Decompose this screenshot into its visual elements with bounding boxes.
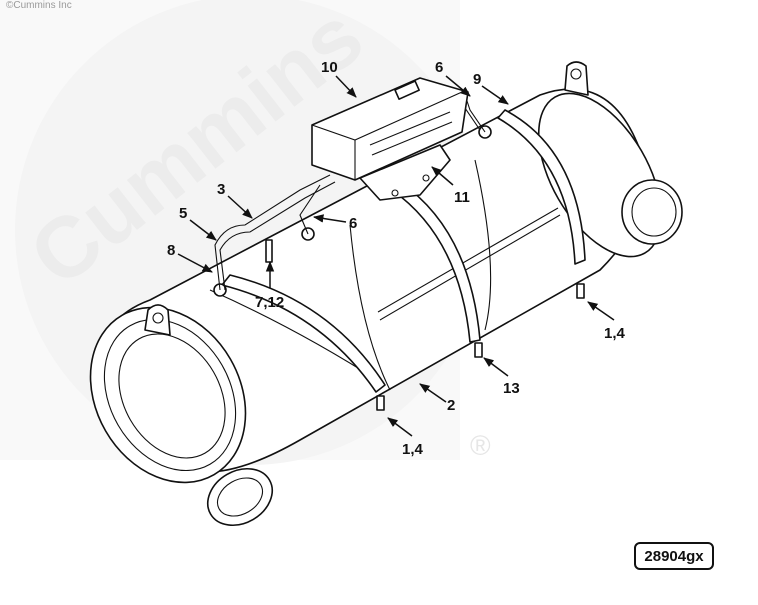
callout-7-12: 7,12 (255, 294, 284, 311)
callout-6-mid: 6 (349, 215, 357, 232)
callouts: 10 6 9 3 5 6 8 11 7,12 1,4 13 2 1,4 (167, 59, 626, 458)
leader-3 (227, 195, 253, 219)
leader-lines (177, 75, 615, 437)
leader-6-mid (312, 214, 347, 223)
leader-1-4-right (587, 301, 615, 321)
callout-8: 8 (167, 242, 175, 259)
callout-5: 5 (179, 205, 187, 222)
leader-1-4-bottom (387, 417, 413, 437)
leader-9 (481, 85, 509, 105)
aftertreatment-canister (89, 61, 683, 527)
callout-3: 3 (217, 181, 225, 198)
leader-8 (177, 253, 213, 273)
figure-id-badge: 28904gx (634, 542, 714, 570)
copyright-notice: ©Cummins Inc (6, 0, 72, 11)
leader-2 (419, 383, 447, 403)
callout-2: 2 (447, 397, 455, 414)
callout-10: 10 (321, 59, 338, 76)
callout-6-top: 6 (435, 59, 443, 76)
leader-11 (431, 166, 454, 186)
leader-10 (335, 75, 357, 98)
callout-1-4-bottom: 1,4 (402, 441, 424, 458)
callout-11: 11 (454, 189, 470, 206)
leader-6-top (445, 75, 471, 97)
leader-5 (189, 219, 217, 241)
callout-13: 13 (503, 380, 520, 397)
watermark-registered: ® (470, 430, 491, 461)
callout-1-4-right: 1,4 (604, 325, 626, 342)
callout-9: 9 (473, 71, 481, 88)
leader-13 (483, 357, 509, 377)
